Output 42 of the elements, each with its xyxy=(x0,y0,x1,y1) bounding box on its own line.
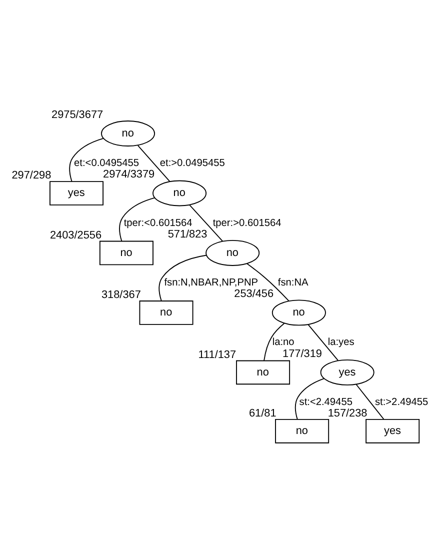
edge-label: st:>2.49455 xyxy=(374,396,428,408)
connector xyxy=(137,144,170,182)
connector xyxy=(246,262,290,301)
edge-label: tper:>0.601564 xyxy=(212,217,282,228)
connector xyxy=(69,137,104,182)
node-box: no xyxy=(236,360,290,384)
connector xyxy=(356,384,384,420)
connector xyxy=(119,196,156,241)
edge-label: fsn:N,NBAR,NP,PNP xyxy=(164,276,258,288)
node-label: 571/823 xyxy=(168,228,208,240)
node-ellipse: no xyxy=(272,299,326,326)
edge-label: tper:<0.601564 xyxy=(124,217,192,228)
node-box: no xyxy=(139,300,194,324)
node-box: yes xyxy=(366,418,420,443)
node-label: 297/298 xyxy=(12,169,52,182)
node-label: 2975/3677 xyxy=(52,108,104,120)
node-label: 157/238 xyxy=(328,407,368,419)
connector xyxy=(189,204,224,242)
node-label: 2403/2556 xyxy=(50,228,102,241)
connector xyxy=(158,254,207,301)
node-label: 177/319 xyxy=(282,347,322,360)
edge-label: et:>0.0495455 xyxy=(160,158,225,169)
connector xyxy=(308,324,338,360)
node-label: 318/367 xyxy=(101,288,141,301)
edge-label: fsn:NA xyxy=(278,276,308,288)
node-label: 61/81 xyxy=(248,407,276,419)
node-ellipse: yes xyxy=(320,358,374,385)
node-ellipse: no xyxy=(152,180,207,206)
edge-label: st:<2.49455 xyxy=(299,396,352,408)
node-ellipse: no xyxy=(206,240,260,266)
node-ellipse: no xyxy=(101,120,156,146)
node-box: yes xyxy=(50,180,104,205)
node-label: 111/137 xyxy=(198,348,236,360)
node-box: no xyxy=(99,240,154,265)
node-label: 2974/3379 xyxy=(103,168,155,180)
connector xyxy=(264,322,285,361)
edge-label: la:yes xyxy=(328,336,354,348)
edge-label: la:no xyxy=(272,336,294,348)
node-box: no xyxy=(275,418,330,443)
edge-label: et:<0.0495455 xyxy=(74,158,140,169)
connector xyxy=(294,378,324,420)
node-label: 253/456 xyxy=(234,288,274,300)
